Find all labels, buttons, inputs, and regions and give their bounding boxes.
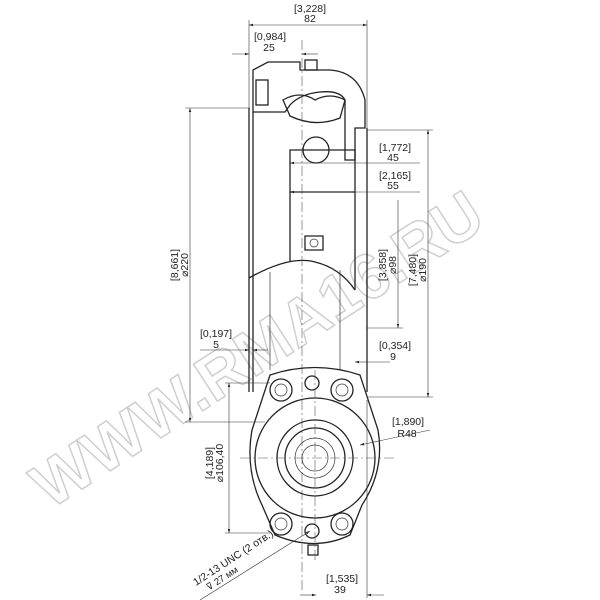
dim-45-mm: 45 (387, 152, 399, 164)
dim-106-inch: [4,189] (204, 447, 216, 479)
dim-220-inch: [8,661] (169, 249, 181, 281)
dim-r48-mm: R48 (397, 428, 416, 440)
dim-25-inch: [0,984] (254, 31, 286, 43)
dim-9-inch: [0,354] (379, 340, 411, 352)
dim-55-mm: 55 (387, 180, 399, 192)
dimension-lines (185, 20, 433, 600)
dim-9-mm: 9 (390, 351, 396, 363)
dim-82-inch: [3,228] (294, 3, 326, 15)
watermark: WWW.RMA16.RU (18, 177, 496, 522)
dim-39-inch: [1,535] (326, 573, 358, 585)
dim-98-mm: ⌀98 (387, 256, 399, 274)
dim-39-mm: 39 (334, 584, 346, 596)
dim-45-inch: [1,772] (379, 142, 411, 154)
dim-5-inch: [0,197] (200, 328, 232, 340)
dim-106-mm: ⌀106,40 (214, 444, 226, 483)
dim-55-inch: [2,165] (379, 170, 411, 182)
dim-r48-inch: [1,890] (392, 416, 424, 428)
dim-190-inch: [7,480] (407, 254, 419, 286)
dim-5-mm: 5 (213, 339, 219, 351)
dim-82-mm: 82 (304, 13, 316, 25)
dim-190-mm: ⌀190 (417, 258, 429, 282)
flange-view (240, 366, 395, 560)
housing-section (252, 59, 366, 193)
dim-25-mm: 25 (263, 42, 275, 54)
dim-220-mm: ⌀220 (179, 253, 191, 277)
dim-98-inch: [3,858] (377, 249, 389, 281)
body-outline (248, 40, 368, 590)
